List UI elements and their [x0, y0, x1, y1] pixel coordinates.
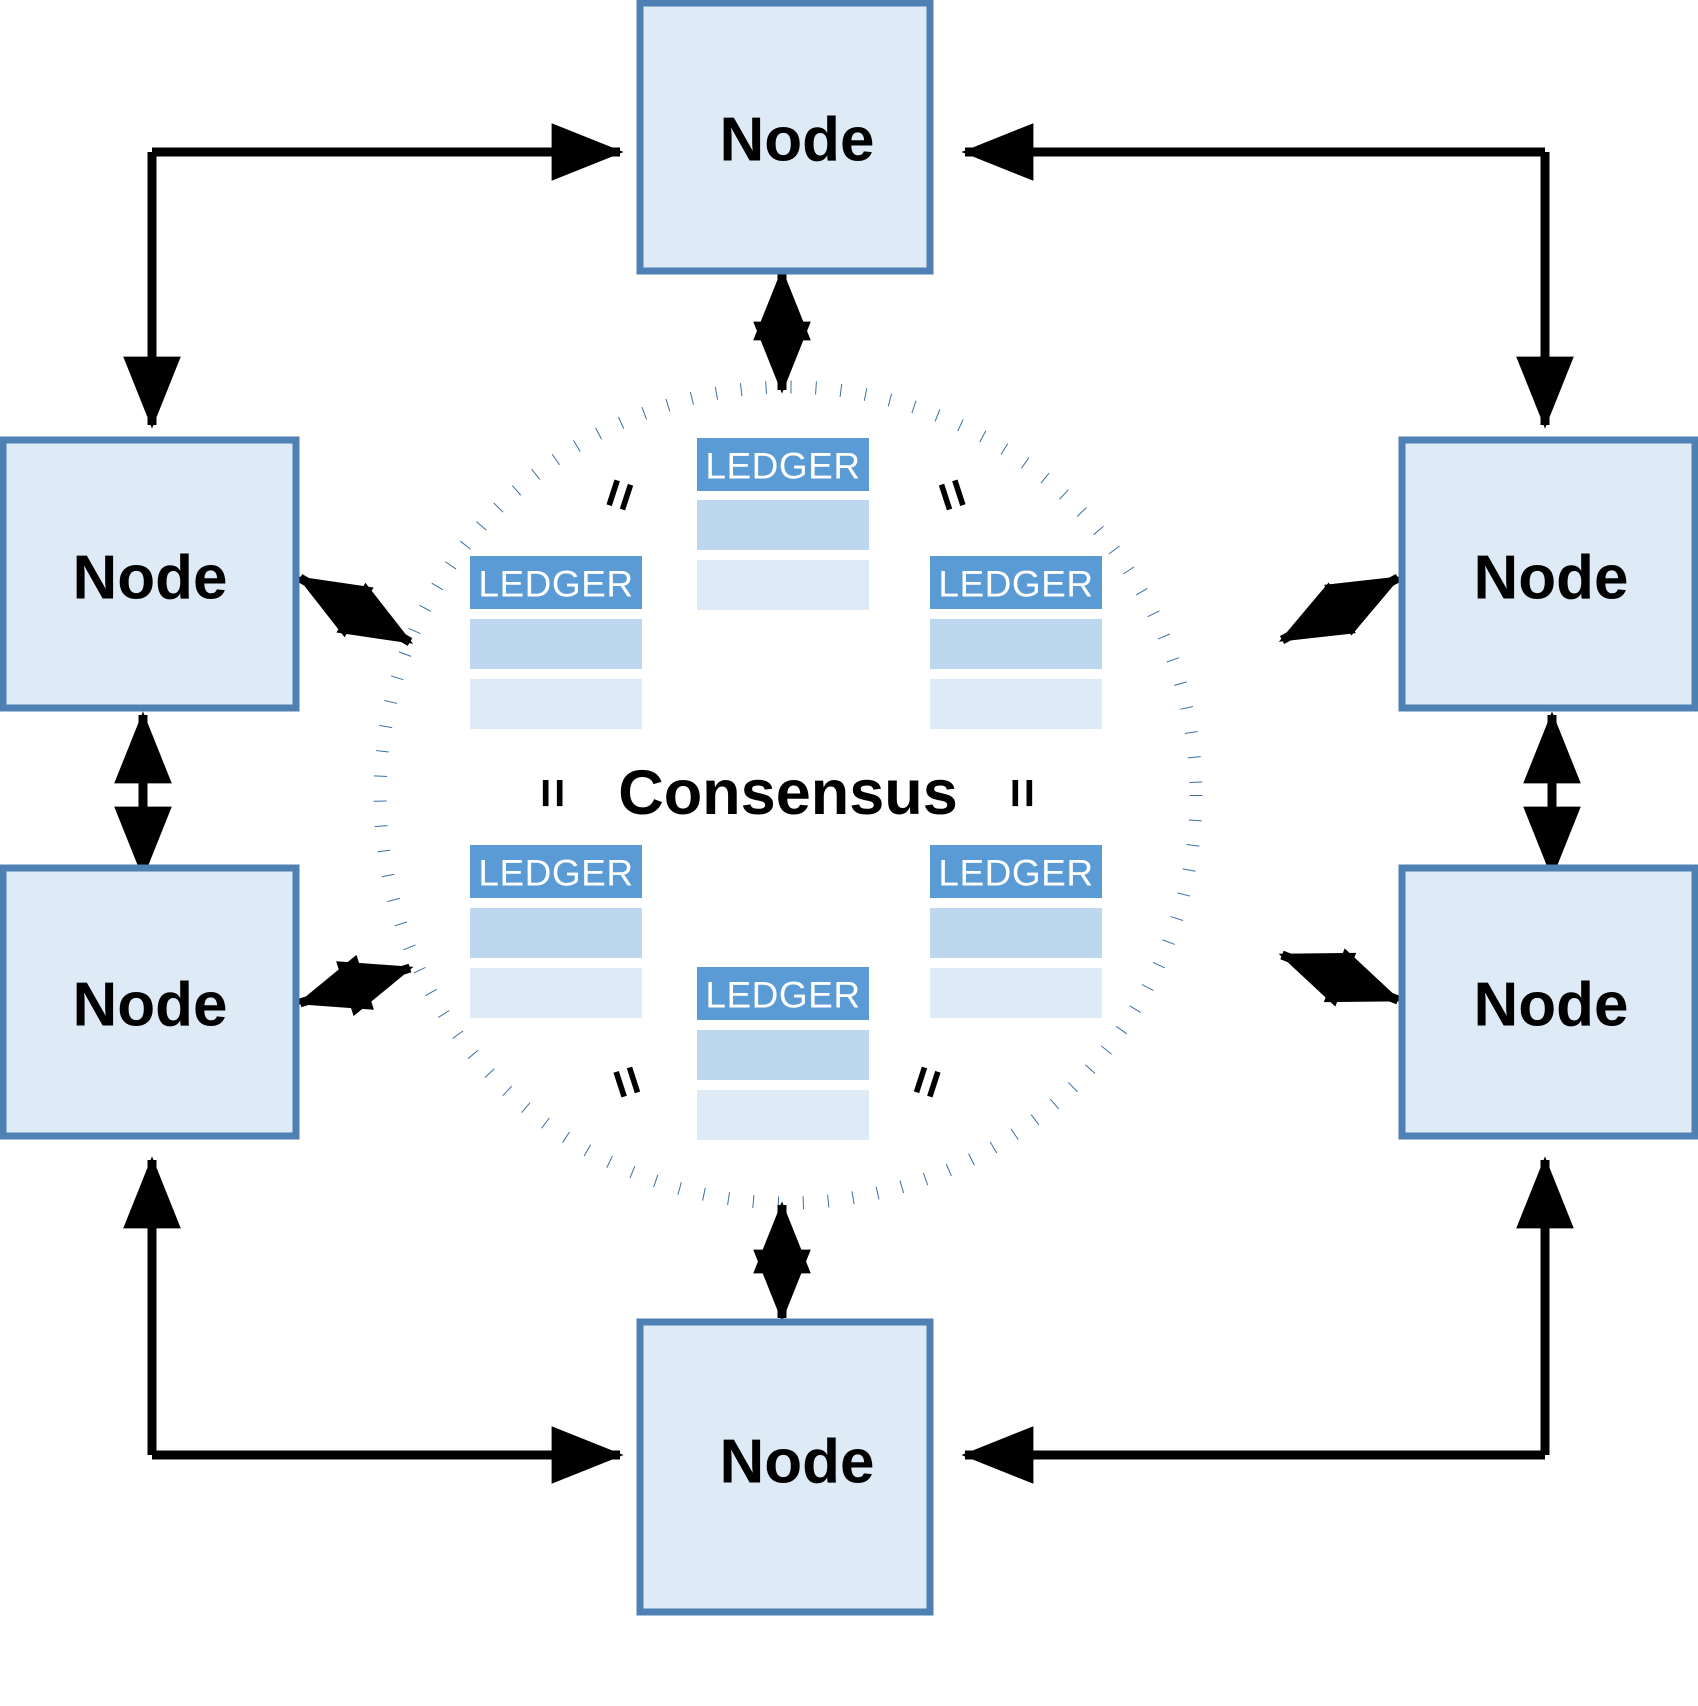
ledger-row — [930, 619, 1102, 669]
svg-text:=: = — [895, 1059, 960, 1106]
node-bottom-label: Node — [720, 1428, 875, 1497]
ledger-top-label: LEDGER — [705, 446, 860, 487]
connector-bottom-left-elbow — [123, 1156, 624, 1484]
equals-upper-left: = — [588, 472, 653, 519]
ledger-row — [697, 560, 869, 610]
node-left-lower[interactable]: Node — [0, 864, 300, 1140]
connector-right-upper-to-circle — [1278, 574, 1402, 644]
ledger-bottom-label: LEDGER — [705, 975, 860, 1016]
connector-right-lower-to-circle — [1278, 948, 1402, 1007]
node-right-upper[interactable]: Node — [1398, 436, 1698, 712]
node-right-lower-label: Node — [1474, 971, 1629, 1040]
ledger-row — [470, 968, 642, 1018]
ledger-upper-left-label: LEDGER — [478, 564, 633, 605]
ledger-row — [470, 619, 642, 669]
node-right-lower[interactable]: Node — [1398, 864, 1698, 1140]
equals-upper-right: = — [920, 472, 985, 519]
ledger-row — [930, 908, 1102, 958]
ledger-row — [930, 968, 1102, 1018]
consensus-circle — [373, 380, 1203, 1210]
equals-lower-left: = — [595, 1059, 660, 1106]
node-right-upper-label: Node — [1474, 544, 1629, 613]
connector-top-right-elbow — [961, 123, 1574, 429]
node-left-upper[interactable]: Node — [0, 436, 300, 712]
node-left-upper-label: Node — [73, 544, 228, 613]
ledger-lower-left[interactable]: LEDGER — [470, 845, 642, 1018]
ledger-row — [697, 500, 869, 550]
ledger-upper-right-label: LEDGER — [938, 564, 1093, 605]
ledger-upper-right[interactable]: LEDGER — [930, 556, 1102, 729]
ledger-row — [697, 1090, 869, 1140]
ledger-row — [470, 908, 642, 958]
svg-text:=: = — [993, 778, 1051, 808]
ledger-bottom[interactable]: LEDGER — [697, 967, 869, 1140]
connector-left-lower-to-circle — [296, 954, 414, 1017]
connector-left-upper-to-circle — [296, 574, 414, 646]
connector-bottom-right-elbow — [961, 1156, 1574, 1484]
ledger-row — [930, 679, 1102, 729]
ledger-row — [470, 679, 642, 729]
ledger-upper-left[interactable]: LEDGER — [470, 556, 642, 729]
equals-mid-left: = — [524, 778, 582, 808]
svg-text:=: = — [524, 778, 582, 808]
node-left-lower-label: Node — [73, 971, 228, 1040]
ledger-top[interactable]: LEDGER — [697, 438, 869, 610]
svg-text:=: = — [588, 472, 653, 519]
connector-top-left-elbow — [123, 123, 624, 429]
node-top-label: Node — [720, 106, 875, 175]
equals-mid-right: = — [993, 778, 1051, 808]
node-bottom[interactable]: Node — [636, 1318, 934, 1616]
equals-lower-right: = — [895, 1059, 960, 1106]
ledger-lower-right[interactable]: LEDGER — [930, 845, 1102, 1018]
ledger-row — [697, 1030, 869, 1080]
consensus-label: Consensus — [618, 758, 958, 828]
svg-text:=: = — [595, 1059, 660, 1106]
svg-text:=: = — [920, 472, 985, 519]
ledger-lower-left-label: LEDGER — [478, 853, 633, 894]
ledger-lower-right-label: LEDGER — [938, 853, 1093, 894]
node-top[interactable]: Node — [636, 0, 934, 275]
